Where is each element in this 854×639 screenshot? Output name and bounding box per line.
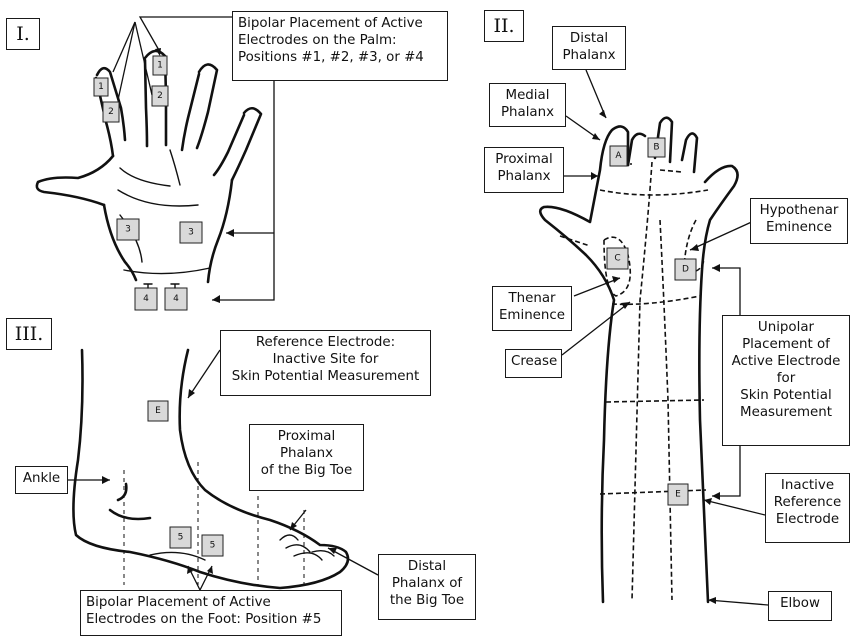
unipolar-placement-label: Unipolar Placement of Active Electrode f…	[722, 315, 850, 446]
electrode-d-label: D	[682, 265, 689, 275]
foot-bipolar-label: Bipolar Placement of Active Electrodes o…	[80, 590, 342, 636]
electrode-3-thenar-label: 3	[125, 225, 131, 235]
electrode-2-middle-label: 2	[157, 91, 163, 101]
electrode-b-label: B	[653, 143, 659, 153]
crease-label: Crease	[505, 349, 562, 378]
hand-drawing	[37, 51, 261, 282]
electrode-5-b-label: 5	[210, 541, 216, 551]
reference-electrode-label: Reference Electrode: Inactive Site for S…	[220, 330, 431, 396]
electrode-c-label: C	[614, 254, 620, 264]
panel-iii-label: III.	[6, 318, 52, 350]
inactive-reference-electrode-label: Inactive Reference Electrode	[765, 473, 850, 543]
distal-phalanx-label: Distal Phalanx	[552, 26, 626, 70]
proximal-phalanx-big-toe-label: Proximal Phalanx of the Big Toe	[249, 424, 364, 491]
hypothenar-eminence-label: Hypothenar Eminence	[750, 198, 848, 244]
electrode-e-shin-label: E	[155, 406, 161, 416]
electrode-5-a-label: 5	[178, 533, 184, 543]
elbow-label: Elbow	[768, 591, 832, 621]
electrode-4-wrist-left-label: 4	[143, 294, 149, 304]
palm-bipolar-label: Bipolar Placement of Active Electrodes o…	[232, 11, 448, 81]
thenar-eminence-label: Thenar Eminence	[492, 286, 572, 331]
electrode-4-wrist-right-label: 4	[173, 294, 179, 304]
ankle-label: Ankle	[15, 466, 68, 494]
foot-electrodes: E 5 5	[148, 401, 223, 556]
medial-phalanx-label: Medial Phalanx	[489, 83, 566, 127]
electrode-e-forearm-label: E	[675, 490, 681, 500]
electrode-2-index-label: 2	[108, 107, 114, 117]
arm-drawing	[540, 118, 737, 602]
panel-i-label: I.	[6, 18, 40, 50]
electrode-a-label: A	[615, 151, 622, 161]
electrode-1-middle-label: 1	[157, 61, 163, 71]
electrode-1-index-label: 1	[98, 82, 104, 92]
proximal-phalanx-label: Proximal Phalanx	[484, 147, 564, 193]
distal-phalanx-big-toe-label: Distal Phalanx of the Big Toe	[378, 554, 476, 620]
electrode-3-hypothenar-label: 3	[188, 228, 194, 238]
panel-ii-label: II.	[484, 10, 524, 42]
